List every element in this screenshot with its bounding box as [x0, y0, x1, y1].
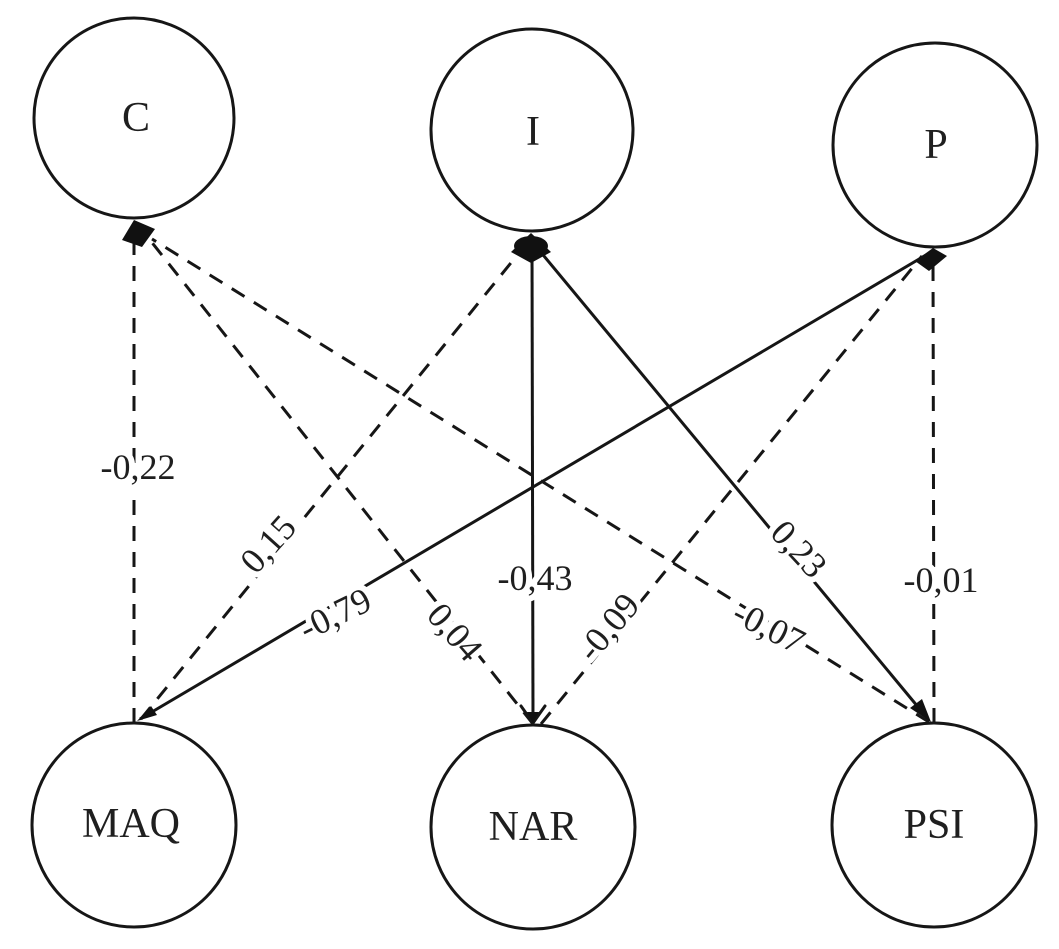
edge-label-maq-c: -0,22 [101, 447, 176, 487]
arrowhead-into-maq-icon [137, 706, 157, 721]
node-label-i: I [526, 109, 540, 155]
edge-line-maq-i [139, 247, 525, 720]
node-label-c: C [122, 95, 150, 141]
edge-label-psi-c: -0,07 [727, 592, 812, 662]
node-label-nar: NAR [489, 804, 578, 850]
node-label-psi: PSI [904, 802, 965, 848]
edge-labels: -0,22 0,15 0,04 -0,09 -0,07 -0,01 -0,79 … [95, 441, 985, 675]
edge-line-i-nar [530, 243, 535, 721]
node-circles [30, 16, 1039, 931]
arrowhead-into-nar-tip-icon [527, 712, 539, 723]
node-circle-i [429, 27, 635, 233]
edge-line-nar-p [539, 255, 924, 725]
arrowheads [122, 220, 947, 726]
edge-line-psi-c [151, 237, 930, 724]
node-label-p: P [924, 122, 947, 168]
edge-lines [132, 234, 936, 725]
edge-label-psi-p: -0,01 [904, 560, 979, 600]
edge-label-i-nar: -0,43 [498, 558, 573, 598]
edge-label-nar-p: -0,09 [569, 585, 648, 668]
edge-label-i-psi: 0,23 [763, 512, 835, 585]
edge-line-psi-p [931, 257, 936, 724]
arrowhead-into-psi-icon [910, 699, 931, 722]
node-circle-p [831, 41, 1039, 249]
arrowhead-into-c-icon [122, 220, 155, 247]
edge-label-p-maq: -0,79 [293, 580, 378, 649]
node-label-maq: MAQ [82, 801, 180, 847]
node-labels: C I P MAQ NAR PSI [82, 95, 964, 850]
node-circle-c [32, 16, 236, 220]
arrowhead-into-i-tip-icon [511, 233, 551, 263]
edge-line-i-psi [532, 243, 930, 720]
arrowhead-into-p-icon [915, 248, 947, 271]
edge-label-maq-i: 0,15 [232, 507, 304, 581]
